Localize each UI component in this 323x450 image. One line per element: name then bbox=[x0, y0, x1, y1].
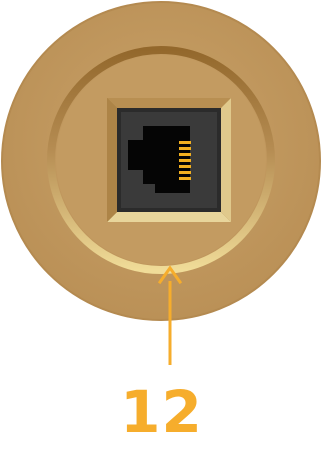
callout-number: 12 bbox=[0, 377, 323, 447]
rj45-ethernet-port-icon bbox=[107, 98, 231, 222]
port-bezel-left bbox=[107, 98, 117, 222]
port-bezel-bottom bbox=[107, 212, 231, 222]
port-bezel-top bbox=[107, 98, 231, 108]
port-bezel-right bbox=[221, 98, 231, 222]
